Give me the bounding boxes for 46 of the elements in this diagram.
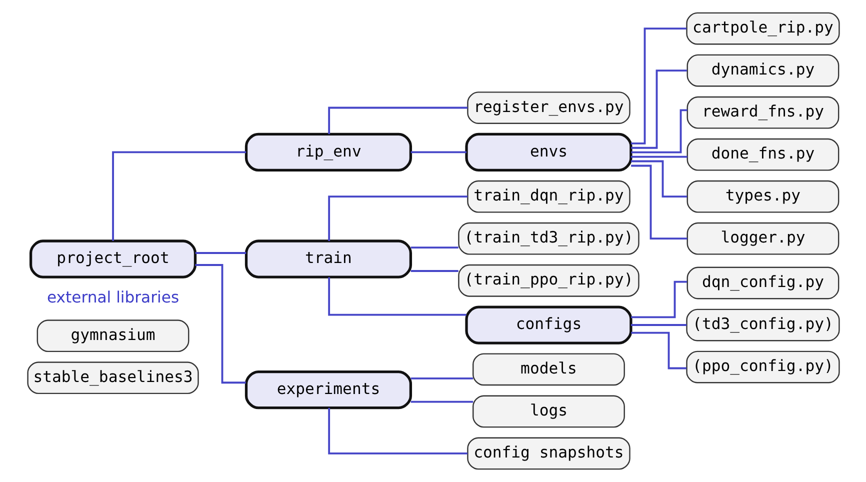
connector [630, 324, 686, 326]
connector [630, 109, 687, 154]
node-box: envs [464, 132, 632, 172]
connector [630, 70, 686, 149]
node-box: reward_fns.py [686, 96, 839, 129]
node-box: register_envs.py [466, 92, 630, 124]
node-box: logger.py [686, 222, 839, 255]
node-box: train_dqn_rip.py [466, 180, 630, 213]
connector [630, 28, 686, 144]
node-box: dynamics.py [686, 54, 839, 87]
node-box: train [244, 240, 412, 278]
node-box: logs [472, 395, 624, 428]
node-box: rip_env [244, 132, 412, 172]
connector [630, 164, 687, 240]
connector [630, 280, 687, 318]
connector [410, 151, 466, 154]
node-box: experiments [244, 370, 412, 410]
connector [630, 160, 687, 198]
connector [194, 252, 246, 254]
node-box: types.py [686, 180, 839, 213]
node-box: project_root [28, 240, 196, 278]
node-box: (td3_config.py) [686, 308, 840, 342]
connector [328, 196, 468, 241]
node-box: cartpole_rip.py [686, 12, 840, 45]
connector [328, 106, 468, 134]
connector [112, 151, 246, 241]
node-box: models [472, 353, 624, 386]
connector [194, 264, 246, 384]
connector [328, 277, 466, 316]
node-box: configs [464, 306, 632, 344]
label: external libraries [46, 288, 179, 307]
node-box: (ppo_config.py) [686, 350, 840, 384]
node-box: gymnasium [36, 320, 189, 352]
connector [328, 408, 468, 454]
node-box: (train_ppo_rip.py) [458, 264, 639, 297]
node-box: (train_td3_rip.py) [458, 222, 639, 255]
connector [410, 400, 473, 403]
connector [410, 246, 458, 249]
connector [630, 332, 686, 370]
connector [410, 270, 458, 272]
node-box: done_fns.py [686, 138, 839, 171]
connector [410, 377, 473, 380]
connector [630, 156, 687, 158]
node-box: dqn_config.py [686, 266, 839, 300]
node-box: config snapshots [466, 437, 630, 470]
node-box: stable_baselines3 [26, 362, 198, 394]
